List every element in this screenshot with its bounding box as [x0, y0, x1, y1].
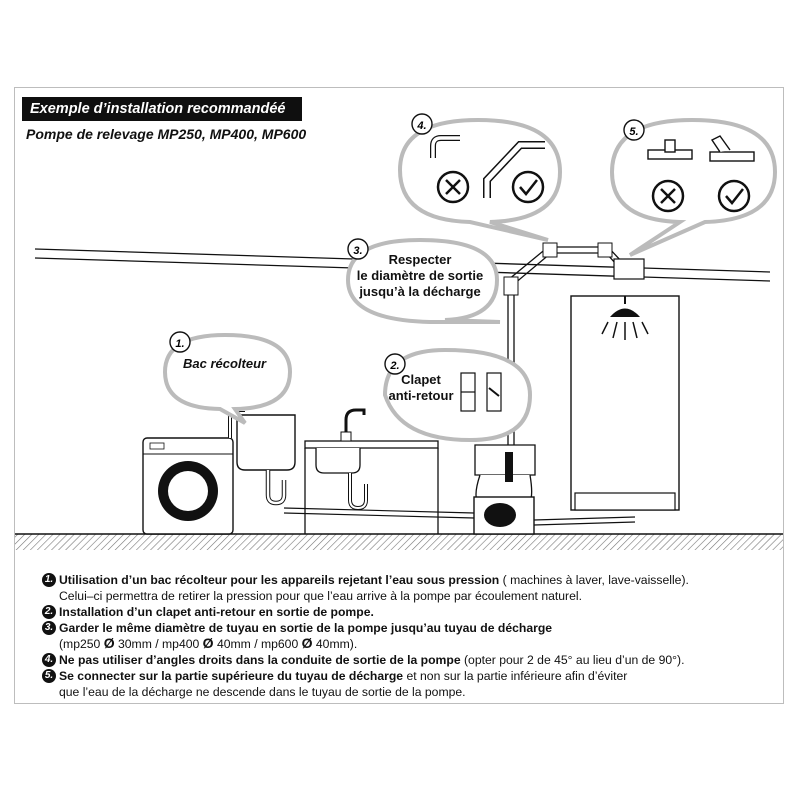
callout-bubble-2: 2.	[382, 347, 533, 443]
note-1-line-2: Celui–ci permettra de retirer la pressio…	[59, 589, 582, 603]
note-3: 3. Garder le même diamètre de tuyau en s…	[42, 620, 782, 636]
shower-cabin	[570, 295, 680, 511]
callout-5-number: 5.	[629, 126, 638, 138]
callout-2-label: Clapet anti-retour	[387, 372, 455, 404]
note-1-bold: Utilisation d’un bac récolteur pour les …	[59, 573, 500, 587]
note-5-bold: Se connecter sur la partie supérieure du…	[59, 669, 404, 683]
callout-2-line-2: anti-retour	[388, 388, 454, 403]
callout-bubble-4: 4.	[397, 113, 563, 242]
note-1-rest: ( machines à laver, lave-vaisselle).	[499, 573, 689, 587]
note-4-bold: Ne pas utiliser d’angles droits dans la …	[59, 653, 461, 667]
callout-bubble-3: 3.	[345, 237, 501, 324]
note-1: 1. Utilisation d’un bac récolteur pour l…	[42, 572, 782, 588]
diameter-icon: Ø	[103, 635, 115, 651]
washing-machine	[142, 437, 234, 535]
callout-bubble-1: 1.	[162, 331, 293, 425]
check-icon	[511, 170, 545, 204]
sink-cabinet	[304, 408, 439, 534]
callout-2-number: 2.	[389, 360, 399, 372]
note-4-rest: (opter pour 2 de 45° au lieu d’un de 90°…	[460, 653, 685, 667]
note-3-bold: Garder le même diamètre de tuyau en sort…	[59, 621, 553, 635]
diameter-icon: Ø	[202, 635, 214, 651]
note-3-v2: 40mm / mp600	[213, 637, 302, 651]
note-1-number: 1.	[42, 573, 56, 587]
note-4: 4. Ne pas utiliser d’angles droits dans …	[42, 652, 782, 668]
note-2: 2. Installation d’un clapet anti-retour …	[42, 604, 782, 620]
floor-hatch	[15, 534, 783, 550]
installation-notes: 1. Utilisation d’un bac récolteur pour l…	[42, 572, 782, 700]
callout-1-number: 1.	[175, 338, 184, 350]
note-3-v1: 30mm / mp400	[114, 637, 203, 651]
note-2-bold: Installation d’un clapet anti-retour en …	[59, 605, 374, 619]
callout-3-line-3: jusqu’à la décharge	[359, 284, 481, 299]
note-3-values: (mp250 Ø 30mm / mp400 Ø 40mm / mp600 Ø 4…	[42, 636, 782, 652]
callout-3-line-2: le diamètre de sortie	[356, 268, 484, 283]
note-5: 5. Se connecter sur la partie supérieure…	[42, 668, 782, 684]
note-3-number: 3.	[42, 621, 56, 635]
note-5-number: 5.	[42, 669, 56, 683]
callout-3-number: 3.	[353, 245, 362, 257]
callout-2-line-1: Clapet	[401, 372, 441, 387]
callout-3-line-1: Respecter	[388, 252, 452, 267]
diameter-icon: Ø	[301, 635, 313, 651]
note-2-number: 2.	[42, 605, 56, 619]
page-subtitle: Pompe de relevage MP250, MP400, MP600	[26, 126, 307, 142]
callout-3-label: Respecter le diamètre de sortie jusqu’à …	[352, 252, 488, 300]
page-title: Exemple d’installation recommandéé	[22, 97, 302, 121]
note-3-p1: (mp250	[59, 637, 104, 651]
note-5-rest: et non sur la partie inférieure afin d’é…	[403, 669, 628, 683]
diagram-frame	[14, 87, 784, 704]
collector-tank	[228, 408, 296, 506]
drain-pipe	[283, 507, 636, 526]
note-3-v3: 40mm).	[312, 637, 358, 651]
note-4-number: 4.	[42, 653, 56, 667]
callout-4-number: 4.	[416, 120, 426, 132]
note-5-line-2: que l’eau de la décharge ne descende dan…	[59, 685, 466, 699]
toilet-with-pump	[473, 444, 536, 535]
callout-1-label: Bac récolteur	[183, 356, 267, 371]
callout-bubble-5: 5.	[609, 117, 778, 257]
check-icon	[717, 179, 751, 213]
